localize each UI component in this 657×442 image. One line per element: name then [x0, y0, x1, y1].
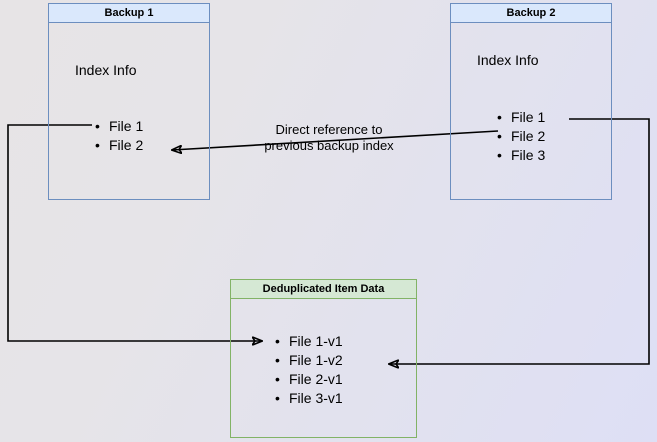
- backup1-title: Backup 1: [104, 7, 154, 19]
- backup1-box[interactable]: Backup 1 Index Info File 1 File 2: [48, 3, 210, 200]
- dedup-header: Deduplicated Item Data: [231, 280, 416, 299]
- list-item: File 3: [497, 146, 545, 165]
- edge-backup2-to-backup1: [172, 130, 499, 150]
- backup2-title: Backup 2: [506, 7, 556, 19]
- edge-backup1-to-dedup: [7, 124, 262, 341]
- dedup-file-list: File 1-v1 File 1-v2 File 2-v1 File 3-v1: [275, 332, 343, 408]
- list-item: File 3-v1: [275, 389, 343, 408]
- edge-backup2-to-dedup: [389, 118, 650, 364]
- backup1-index-info-label: Index Info: [75, 62, 137, 78]
- backup1-header: Backup 1: [49, 4, 209, 23]
- list-item: File 2: [497, 127, 545, 146]
- backup2-index-info-label: Index Info: [477, 52, 539, 68]
- list-item: File 1: [95, 117, 143, 136]
- dedup-title: Deduplicated Item Data: [262, 283, 385, 295]
- backup2-file-list: File 1 File 2 File 3: [497, 108, 545, 165]
- list-item: File 1: [497, 108, 545, 127]
- backup2-box[interactable]: Backup 2 Index Info File 1 File 2 File 3: [450, 3, 612, 200]
- list-item: File 1-v1: [275, 332, 343, 351]
- list-item: File 2-v1: [275, 370, 343, 389]
- backup2-header: Backup 2: [451, 4, 611, 23]
- list-item: File 1-v2: [275, 351, 343, 370]
- list-item: File 2: [95, 136, 143, 155]
- dedup-box[interactable]: Deduplicated Item Data File 1-v1 File 1-…: [230, 279, 417, 438]
- direct-reference-caption: Direct reference to previous backup inde…: [264, 122, 394, 153]
- backup1-file-list: File 1 File 2: [95, 117, 143, 155]
